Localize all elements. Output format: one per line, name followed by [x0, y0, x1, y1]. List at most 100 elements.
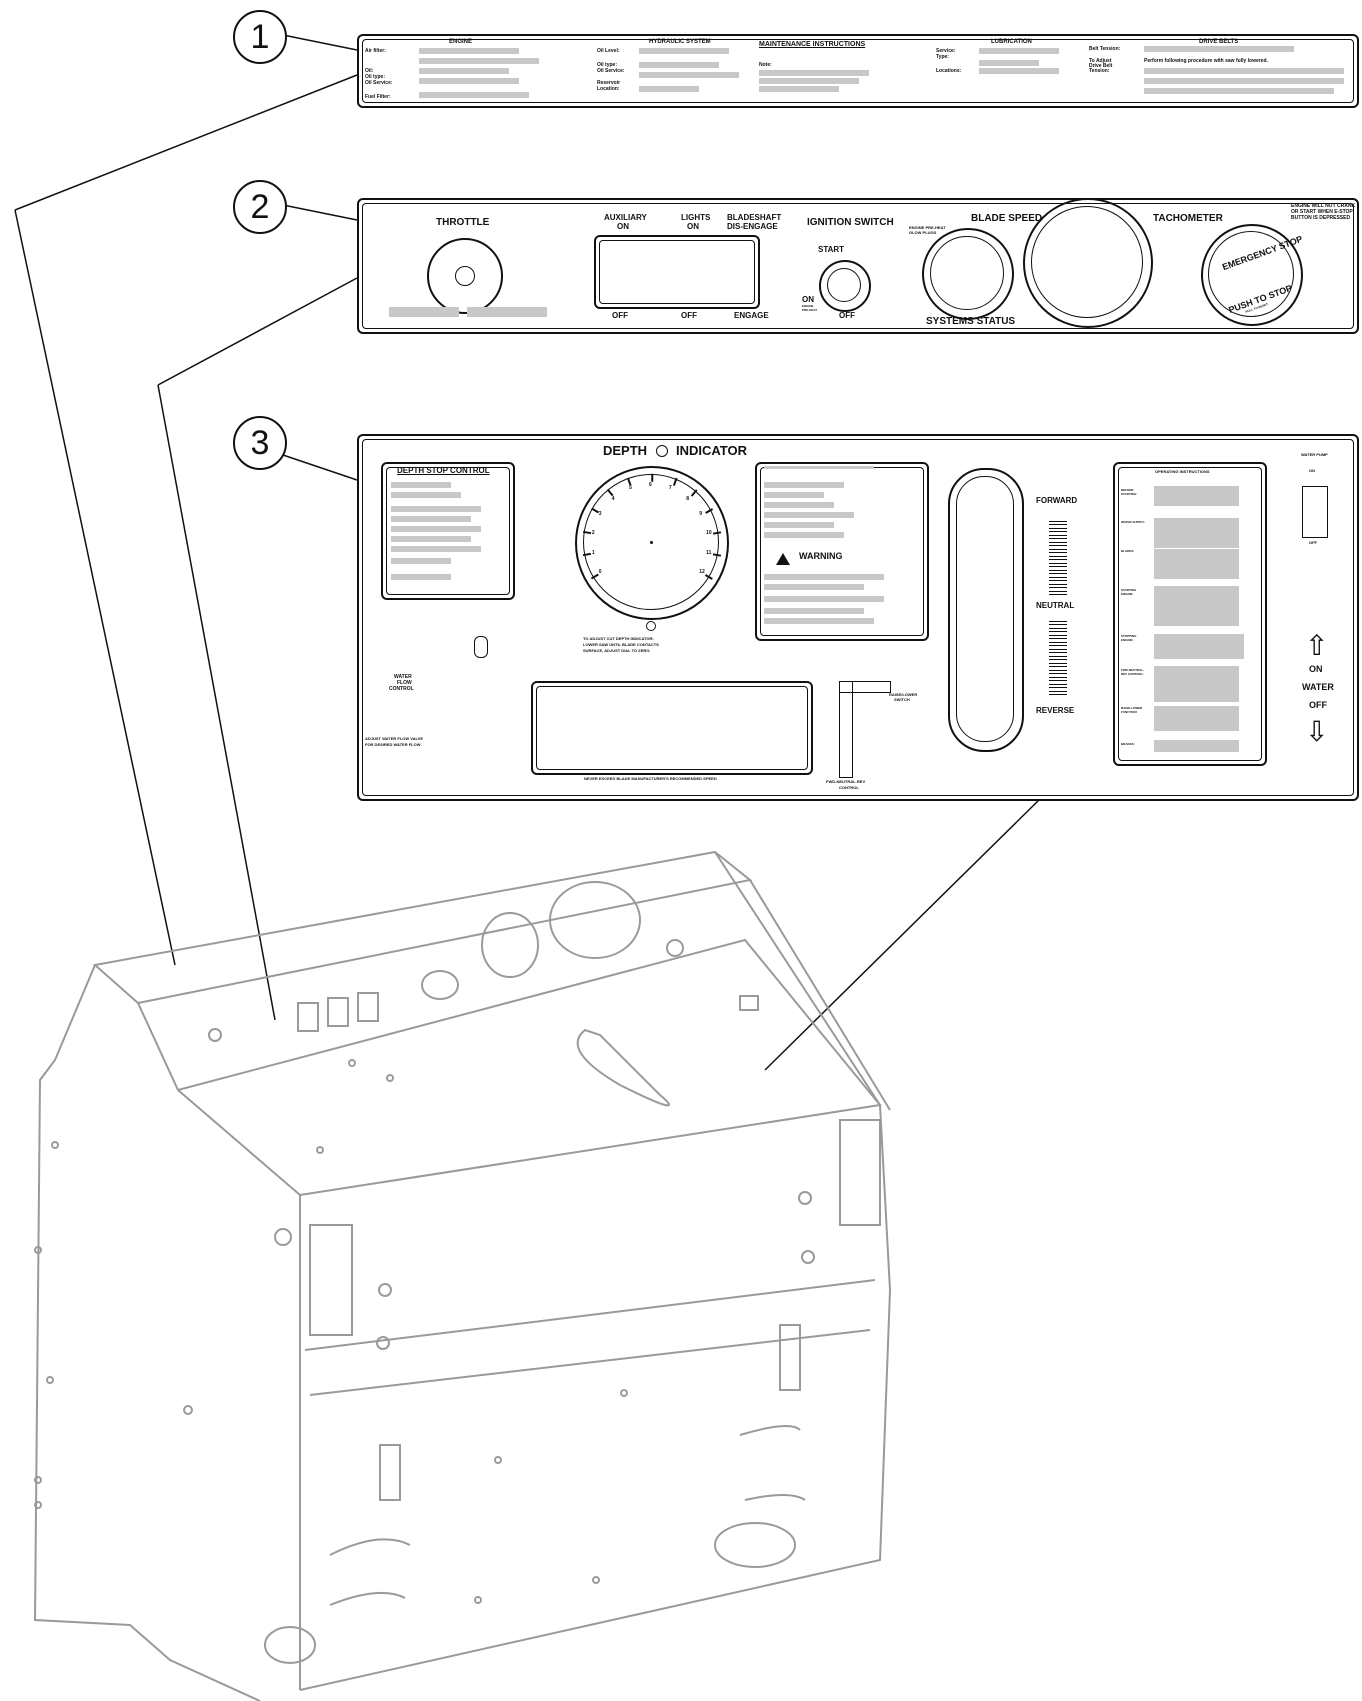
arrow-down-icon: ⇩	[1305, 716, 1329, 747]
tachometer-gauge	[1023, 198, 1153, 328]
indicator-label: INDICATOR	[676, 443, 748, 458]
ignition-start-label: START	[818, 245, 845, 254]
leader-line-1	[282, 34, 358, 51]
maintenance-decal: ENGINE Air filter: Oil: Oil type: Oil Se…	[357, 34, 1359, 108]
neutral-label: NEUTRAL	[1036, 601, 1075, 610]
dial-tick	[651, 473, 653, 482]
water-pump-switch[interactable]	[1302, 486, 1328, 538]
belt-tension-label: Belt Tension:	[1089, 46, 1121, 52]
dial-label: 7	[668, 485, 672, 492]
op-item-fwd-neutral-rev: FWD-NEUTRAL-REV CONTROL:	[1121, 668, 1145, 676]
lights-label: LIGHTS	[681, 213, 711, 222]
fuel-filter-label: Fuel Filter:	[365, 94, 391, 100]
dial-label: 2	[591, 529, 595, 536]
op-item-raise-lower: RAISE-LOWER FUNCTION:	[1121, 706, 1143, 714]
op-item-before-starting: BEFORE STARTING:	[1121, 488, 1138, 496]
water-flow-label-3: CONTROL	[389, 686, 414, 692]
leader-line-3-target	[764, 796, 1043, 1071]
depth-stop-control-box	[381, 462, 515, 600]
raise-lower-label-2: SWITCH	[894, 697, 910, 702]
emergency-stop-button[interactable]: EMERGENCY STOP PUSH TO STOP PULL TO RESE…	[1201, 224, 1304, 326]
op-item-brakes: BRAKES:	[1121, 742, 1135, 746]
arrow-up-icon: ⇧	[1305, 630, 1329, 661]
lubrication-type-label: Type:	[936, 54, 949, 60]
air-filter-label: Air filter:	[365, 48, 386, 54]
dial-adjust-knob[interactable]	[646, 621, 656, 631]
lubrication-locations-label: Locations:	[936, 68, 962, 74]
water-flow-label-1: WATER	[394, 674, 412, 680]
hydraulic-oil-service-label: Oil Service:	[597, 68, 625, 74]
crank-warning-1: ENGINE WILL NOT CRANK	[1291, 203, 1356, 209]
dial-label: 11	[706, 550, 712, 557]
auxiliary-on-label: ON	[617, 222, 629, 231]
preheat-label-1: ENGINE PRE-HEAT	[909, 225, 946, 230]
to-adjust-label-1: To Adjust	[1089, 58, 1112, 64]
operating-instructions-label: OPERATING INSTRUCTIONS	[1155, 469, 1210, 474]
maintenance-heading: MAINTENANCE INSTRUCTIONS	[759, 41, 866, 48]
warning-triangle-icon	[776, 553, 790, 565]
display-window	[531, 681, 813, 775]
adjust-instruction-1: TO ADJUST CUT DEPTH INDICATOR:	[583, 636, 654, 641]
reverse-speed-scale	[1049, 621, 1067, 696]
to-adjust-label-2: Drive Belt	[1089, 63, 1113, 69]
forward-speed-scale	[1049, 521, 1067, 596]
water-pump-label: WATER PUMP	[1301, 452, 1328, 457]
ignition-off-label: OFF	[839, 311, 855, 320]
depth-stop-control-label: DEPTH STOP CONTROL	[397, 466, 490, 475]
dial-label: 4	[611, 495, 615, 502]
to-adjust-label-3: Tension:	[1089, 68, 1110, 74]
adjust-water-label-1: ADJUST WATER FLOW VALVE	[365, 736, 423, 741]
fwd-rev-lever-slot[interactable]	[948, 468, 1024, 752]
engine-heading: ENGINE	[449, 39, 473, 45]
dial-label: 3	[598, 511, 602, 517]
dial-label: 8	[686, 495, 690, 502]
leader-line-2-target	[157, 384, 276, 1021]
dial-label: 10	[706, 529, 712, 536]
throttle-knob-center	[455, 266, 475, 286]
dial-label: 12	[699, 569, 705, 575]
depth-indicator-light	[656, 445, 668, 457]
water-pump-on-label: ON	[1309, 468, 1315, 473]
adjust-water-label-2: FOR DESIRED WATER FLOW	[365, 742, 421, 747]
machine-body	[33, 850, 892, 1701]
callout-2: 2	[233, 180, 287, 234]
auxiliary-off-label: OFF	[612, 311, 628, 320]
tachometer-label: TACHOMETER	[1153, 213, 1223, 224]
oil-type-label: Oil type:	[365, 74, 386, 80]
warning-label: WARNING	[799, 551, 843, 561]
control-panel-decal: THROTTLE AUXILIARY ON LIGHTS ON BLADESHA…	[357, 198, 1359, 334]
hydraulic-heading: HYDRAULIC SYSTEM	[649, 39, 711, 45]
water-on-label: ON	[1309, 664, 1323, 674]
belt-procedure-text: Perform following procedure with saw ful…	[1144, 58, 1268, 64]
depth-label: DEPTH	[603, 443, 648, 458]
callout-1: 1	[233, 10, 287, 64]
water-flow-valve[interactable]	[474, 636, 488, 658]
reservoir-location-label: Location:	[597, 86, 620, 92]
callout-3: 3	[233, 416, 287, 470]
water-pump-off-label: OFF	[1309, 540, 1317, 545]
raise-lower-label-1: RAISE/LOWER	[889, 692, 918, 697]
water-label: WATER	[1302, 682, 1334, 692]
preheat-label-2: GLOW PLUGS	[909, 230, 937, 235]
hydraulic-oil-type-label: Oil type:	[597, 62, 618, 68]
maintenance-note-label: Note:	[759, 62, 772, 68]
op-item-stopping-engine: STOPPING ENGINE:	[1121, 634, 1137, 642]
op-item-blades: BLADES:	[1121, 549, 1135, 553]
leader-line-2-outer	[157, 277, 358, 386]
crank-warning-2: OR START WHEN E-STOP	[1291, 209, 1353, 215]
dial-label: 6	[649, 482, 652, 488]
never-exceed-label: NEVER EXCEED BLADE MANUFACTURER'S RECOMM…	[584, 776, 717, 781]
throttle-knob[interactable]	[427, 238, 503, 314]
lights-on-label: ON	[687, 222, 699, 231]
ignition-switch-label: IGNITION SWITCH	[807, 217, 894, 228]
oil-label: Oil:	[365, 68, 374, 74]
raise-lower-switch[interactable]	[839, 681, 891, 693]
dial-label: 1	[591, 550, 595, 557]
reservoir-label: Reservoir	[597, 80, 621, 86]
leader-line-1-outer	[14, 74, 358, 211]
switch-cluster[interactable]	[594, 235, 760, 309]
ignition-switch[interactable]	[819, 260, 871, 312]
